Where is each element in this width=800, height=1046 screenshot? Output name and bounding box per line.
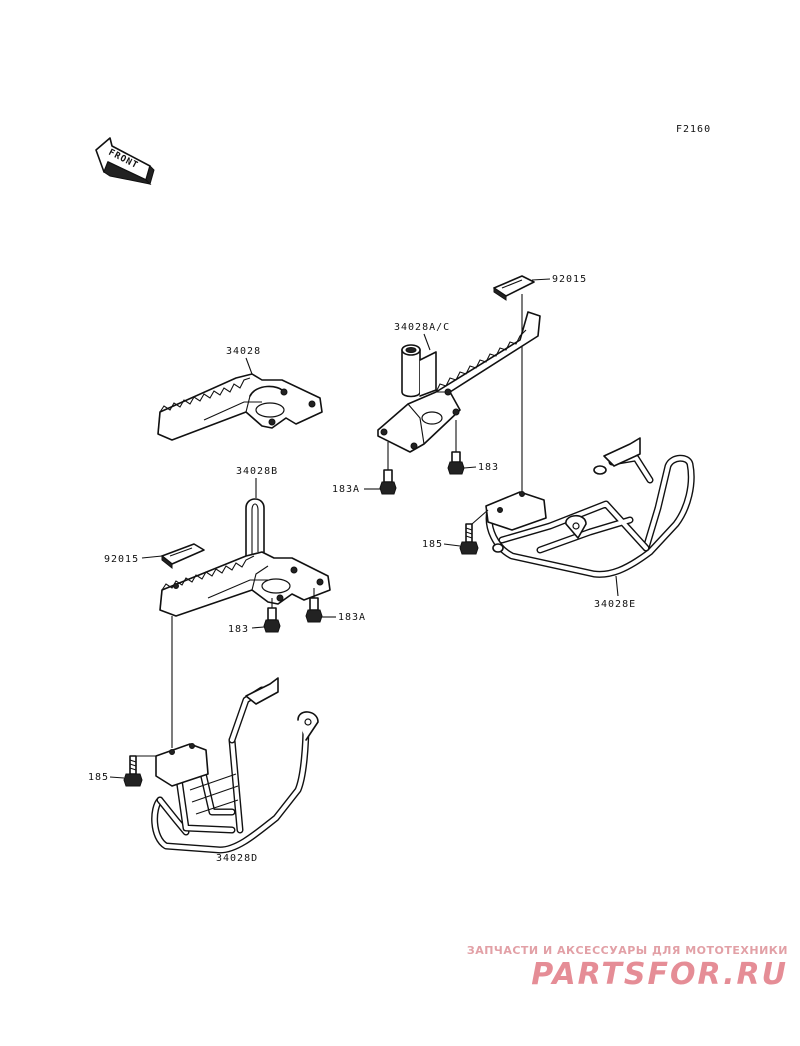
callout-34028ac: 34028A/C — [394, 322, 450, 333]
callout-34028b: 34028B — [236, 466, 278, 477]
watermark-subtitle: ЗАПЧАСТИ И АКСЕССУАРЫ ДЛЯ МОТОТЕХНИКИ — [466, 944, 788, 957]
callout-34028: 34028 — [226, 346, 261, 357]
callout-183-right: 183 — [478, 462, 499, 473]
rubber-pad-92015-right — [493, 275, 535, 301]
bolt-183a-right — [379, 469, 397, 495]
callout-183-left: 183 — [228, 624, 249, 635]
watermark-brand: PARTSFOR.RU — [531, 957, 788, 992]
bolt-183a-left — [305, 597, 323, 623]
front-arrow-icon: FRONT — [95, 137, 155, 185]
bolt-183-right — [447, 451, 465, 475]
bracket-34028d — [151, 677, 319, 854]
bolt-183-left — [263, 607, 281, 633]
bolt-185-right — [459, 523, 479, 555]
callout-34028e: 34028E — [594, 599, 636, 610]
footpeg-34028ac — [377, 311, 541, 453]
footpeg-34028b — [159, 498, 331, 617]
callout-183a-right: 183A — [332, 484, 360, 495]
callout-92015-right: 92015 — [552, 274, 587, 285]
callout-185-left: 185 — [88, 772, 109, 783]
callout-34028d: 34028D — [216, 853, 258, 864]
footpeg-34028 — [157, 373, 323, 441]
rubber-pad-92015-left — [161, 543, 205, 570]
callout-183a-left: 183A — [338, 612, 366, 623]
bracket-34028e — [485, 437, 695, 578]
figure-code: F2160 — [676, 124, 711, 135]
watermark: ЗАПЧАСТИ И АКСЕССУАРЫ ДЛЯ МОТОТЕХНИКИ PA… — [467, 944, 788, 992]
callout-185-right: 185 — [422, 539, 443, 550]
bolt-185-left — [123, 755, 143, 787]
callout-92015-left: 92015 — [104, 554, 139, 565]
